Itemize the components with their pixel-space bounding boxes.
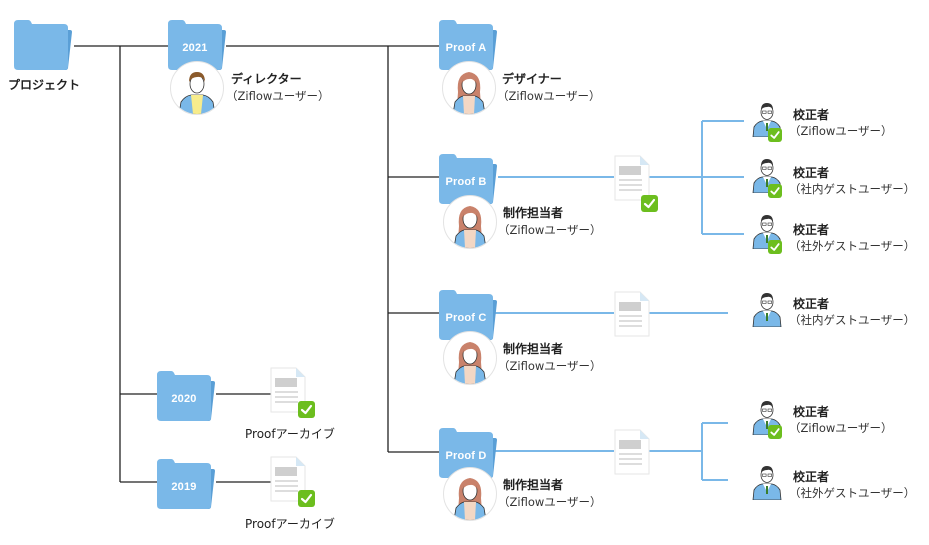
reviewer-type: （Ziflowユーザー） (789, 421, 893, 435)
document-icon (270, 456, 306, 502)
folder-label: Proof B (445, 176, 487, 188)
archive-document-icon-2020[interactable] (268, 366, 308, 414)
avatar-producer-b (443, 195, 497, 249)
reviewer-man-icon (752, 293, 782, 328)
document-icon (614, 155, 650, 201)
producer-c-role: 制作担当者 (503, 342, 564, 356)
folder-label: Proof A (445, 42, 487, 54)
folder-label: 2020 (171, 393, 197, 405)
producer-b-type: （Ziflowユーザー） (498, 223, 602, 237)
reviewer-role: 校正者 (793, 470, 830, 484)
reviewer-role: 校正者 (793, 297, 830, 311)
archive-caption-2019: Proofアーカイブ (245, 517, 335, 531)
avatar-director (170, 61, 224, 115)
checkmark-glyph (300, 404, 313, 415)
check-icon (768, 425, 782, 439)
document-icon-proof-b[interactable] (612, 154, 652, 202)
document-icon (270, 367, 306, 413)
folder-shape-icon (439, 290, 497, 340)
producer-b-role: 制作担当者 (503, 206, 564, 220)
document-icon-proof-c[interactable] (612, 290, 652, 338)
producer-d-type: （Ziflowユーザー） (498, 495, 602, 509)
project-label: プロジェクト (8, 78, 81, 92)
check-icon (298, 401, 315, 418)
reviewer-role: 校正者 (793, 223, 830, 237)
producer-c-type: （Ziflowユーザー） (498, 359, 602, 373)
checkmark-glyph (770, 243, 780, 251)
director-role: ディレクター (231, 72, 302, 86)
check-icon (298, 490, 315, 507)
reviewer-type: （Ziflowユーザー） (789, 124, 893, 138)
check-icon (641, 195, 658, 212)
folder-2020[interactable]: 2020 (155, 367, 217, 423)
reviewer-role: 校正者 (793, 405, 830, 419)
folder-label: Proof D (445, 450, 487, 462)
checkmark-glyph (300, 493, 313, 504)
folder-shape-icon (439, 154, 497, 204)
folder-proof-a[interactable]: Proof A (437, 16, 499, 72)
folder-proof-c[interactable]: Proof C (437, 286, 499, 342)
folder-2019[interactable]: 2019 (155, 455, 217, 511)
folder-proof-b[interactable]: Proof B (437, 150, 499, 206)
avatar-producer-d (443, 467, 497, 521)
checkmark-glyph (770, 187, 780, 195)
checkmark-glyph (643, 198, 656, 209)
archive-document-icon-2019[interactable] (268, 455, 308, 503)
reviewer-man-icon (752, 466, 782, 501)
woman-avatar-icon (453, 206, 487, 248)
folder-shape-icon (439, 20, 497, 70)
reviewer-avatar (750, 464, 784, 501)
folder-label: 2021 (182, 42, 208, 54)
folder-shape-icon (157, 459, 215, 509)
reviewer-type: （社外ゲストユーザー） (789, 239, 916, 253)
designer-role: デザイナー (502, 72, 562, 86)
checkmark-glyph (770, 131, 780, 139)
woman-avatar-icon (452, 72, 486, 114)
folder-icon-project[interactable] (12, 16, 74, 72)
folder-shape-icon (157, 371, 215, 421)
folder-2021[interactable]: 2021 (166, 16, 228, 72)
reviewer-role: 校正者 (793, 108, 830, 122)
archive-caption-2020: Proofアーカイブ (245, 427, 335, 441)
director-type: （Ziflowユーザー） (226, 89, 330, 103)
folder-shape-icon (168, 20, 226, 70)
check-icon (768, 128, 782, 142)
reviewer-type: （社内ゲストユーザー） (789, 313, 916, 327)
document-icon (614, 429, 650, 475)
reviewer-avatar (750, 291, 784, 328)
check-icon (768, 240, 782, 254)
folder-label: 2019 (171, 481, 197, 493)
document-icon-proof-d[interactable] (612, 428, 652, 476)
document-icon (614, 291, 650, 337)
reviewer-type: （社外ゲストユーザー） (789, 486, 916, 500)
woman-avatar-icon (453, 342, 487, 384)
woman-avatar-icon (453, 478, 487, 520)
designer-type: （Ziflowユーザー） (497, 89, 601, 103)
checkmark-glyph (770, 428, 780, 436)
folder-shape-icon (439, 428, 497, 478)
folder-shape-icon (14, 20, 72, 70)
reviewer-type: （社内ゲストユーザー） (789, 182, 916, 196)
man-avatar-icon (178, 72, 216, 114)
folder-label: Proof C (445, 312, 487, 324)
folder-proof-d[interactable]: Proof D (437, 424, 499, 480)
reviewer-role: 校正者 (793, 166, 830, 180)
avatar-producer-c (443, 331, 497, 385)
check-icon (768, 184, 782, 198)
producer-d-role: 制作担当者 (503, 478, 564, 492)
avatar-designer (442, 61, 496, 115)
